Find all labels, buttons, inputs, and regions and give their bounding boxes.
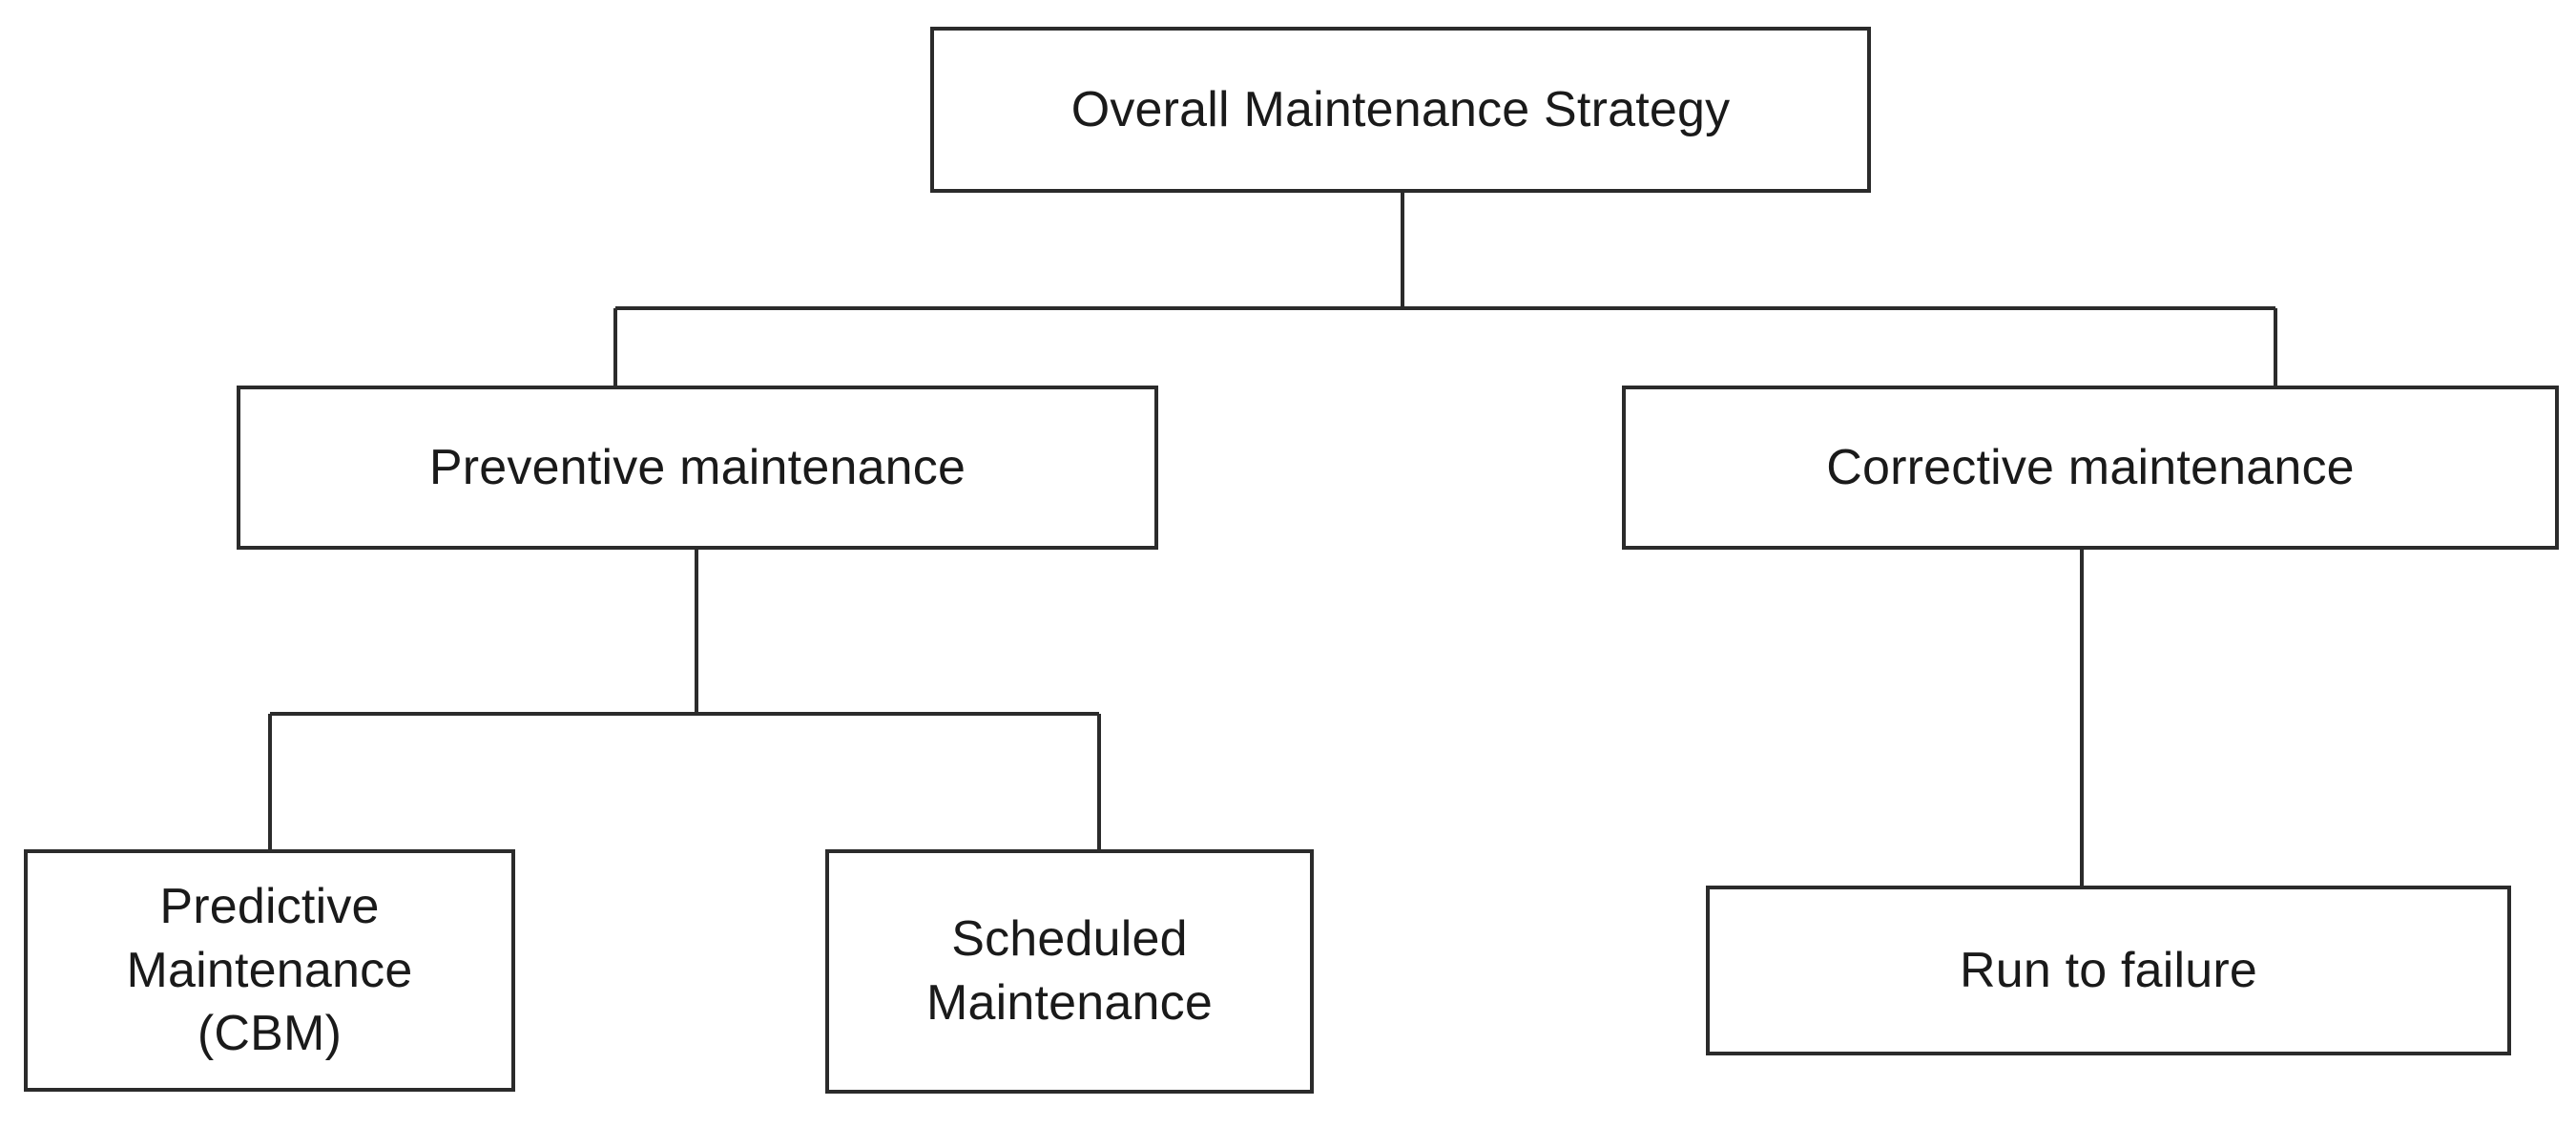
node-preventive-maintenance[interactable]: Preventive maintenance <box>237 386 1158 550</box>
node-predictive-maintenance-cbm[interactable]: Predictive Maintenance (CBM) <box>24 849 515 1092</box>
node-corrective-maintenance[interactable]: Corrective maintenance <box>1622 386 2559 550</box>
node-label-preventive: Preventive maintenance <box>428 439 966 495</box>
node-label-corrective: Corrective maintenance <box>1826 439 2355 495</box>
node-run-to-failure[interactable]: Run to failure <box>1706 886 2511 1055</box>
node-label-scheduled: Scheduled Maintenance <box>926 911 1213 1031</box>
node-label-root: Overall Maintenance Strategy <box>1070 81 1731 137</box>
node-label-predictive: Predictive Maintenance (CBM) <box>126 879 413 1062</box>
node-scheduled-maintenance[interactable]: Scheduled Maintenance <box>825 849 1314 1094</box>
node-overall-maintenance-strategy[interactable]: Overall Maintenance Strategy <box>930 27 1871 193</box>
node-label-runtofailure: Run to failure <box>1959 942 2258 998</box>
